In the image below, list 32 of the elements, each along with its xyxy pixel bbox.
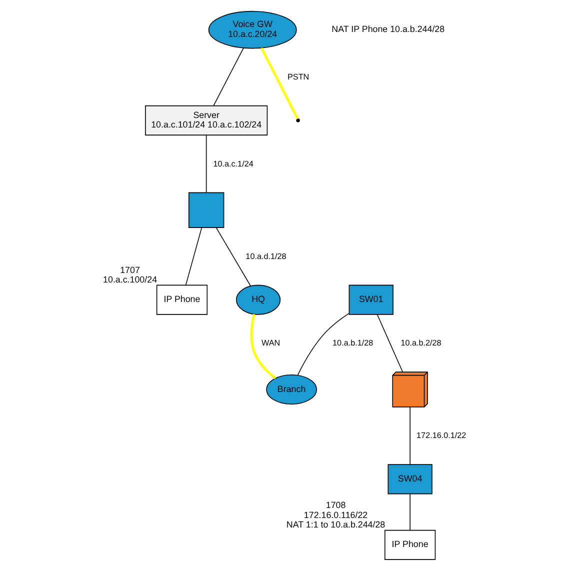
connector <box>409 494 410 531</box>
edge-label: 10.a.c.1/24 <box>212 159 253 168</box>
node-label: 1707 <box>120 264 140 275</box>
connector <box>260 47 298 120</box>
edge-label: WAN <box>261 338 280 348</box>
connector <box>205 134 206 193</box>
node-box: IP Phone <box>156 284 208 315</box>
node-box: IP Phone <box>384 530 436 560</box>
edge-label: 172.16.0.1/22 <box>416 431 466 440</box>
node-box: SW04 <box>387 464 432 494</box>
node-label: 10.a.c.100/24 <box>102 274 157 285</box>
connector <box>184 227 202 286</box>
edge-label: 10.a.d.1/28 <box>245 252 286 261</box>
node-box: Server 10.a.c.101/24 10.a.c.102/24 <box>144 105 268 136</box>
node-label: NAT 1:1 to 10.a.b.244/28 <box>286 520 385 530</box>
node-label: 172.16.0.116/22 <box>303 510 368 520</box>
node-ellipse: Branch <box>266 374 316 405</box>
connector <box>250 314 276 380</box>
edge-label: PSTN <box>287 72 309 82</box>
edge-label: 10.a.b.2/28 <box>400 338 441 348</box>
edge-label: 10.a.b.1/28 <box>332 338 373 348</box>
connector <box>409 406 410 465</box>
node-ellipse: Voice GW 10.a.c.20/24 <box>208 10 296 49</box>
label: NAT IP Phone 10.a.b.244/28 <box>331 24 444 34</box>
connector <box>215 227 251 286</box>
node-box <box>188 192 224 228</box>
node-ellipse: HQ <box>235 284 280 315</box>
connector <box>212 48 244 106</box>
node-label: 1708 <box>325 500 346 510</box>
connector <box>376 314 403 372</box>
connector <box>296 312 349 376</box>
node-box: SW01 <box>348 284 393 315</box>
